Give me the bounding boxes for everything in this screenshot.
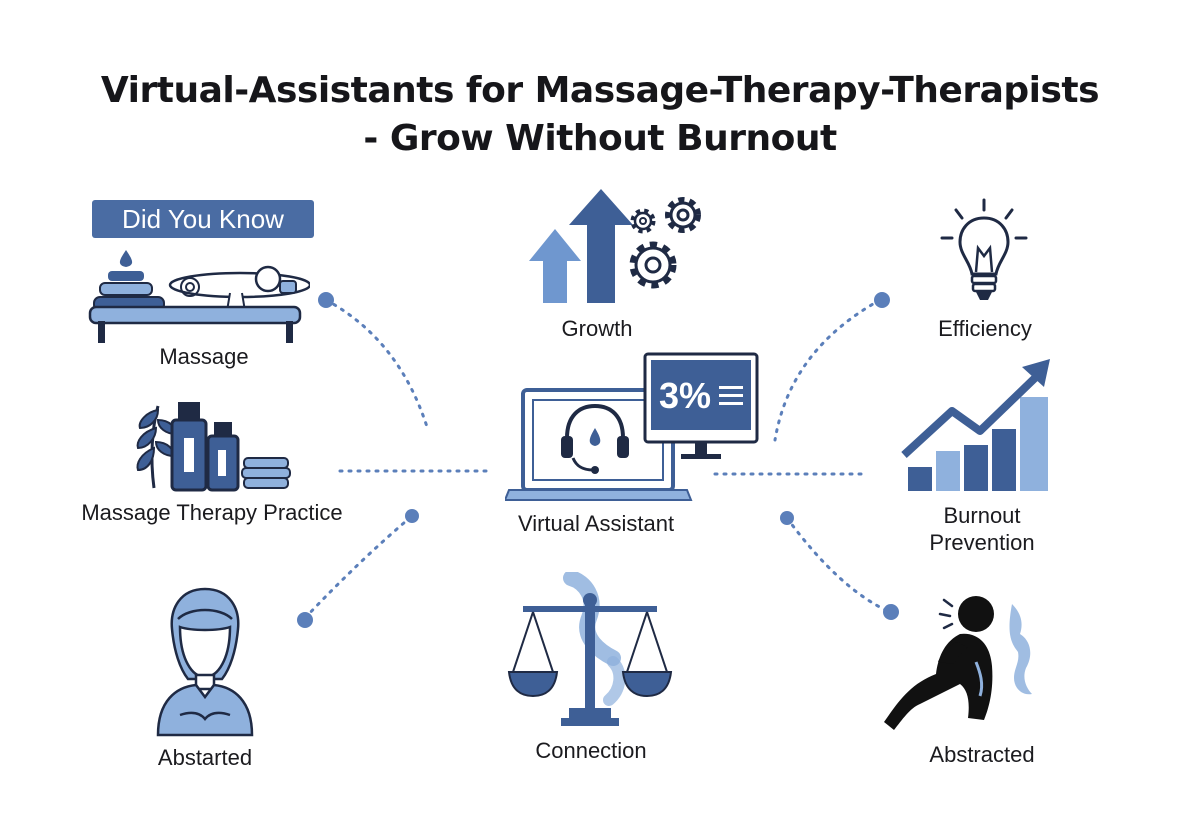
connector-dot-abstracted: [883, 604, 899, 620]
massage-therapy-practice-label: Massage Therapy Practice: [81, 500, 343, 525]
burnout-label-line-1: Burnout: [943, 503, 1021, 528]
rising-bar-chart-icon: [901, 359, 1050, 491]
burnout-prevention-label: Burnout Prevention: [929, 502, 1034, 556]
connector-efficiency: [773, 298, 882, 442]
growth-label: Growth: [561, 316, 633, 341]
connector-abstracted: [785, 516, 892, 614]
massage-label: Massage: [159, 344, 249, 369]
massage-table-icon: [88, 250, 310, 343]
exhausted-person-icon: [884, 596, 1032, 730]
abstarted-label: Abstarted: [157, 745, 253, 770]
connector-dot-burnout: [780, 511, 794, 525]
connector-dot-efficiency: [874, 292, 890, 308]
lightbulb-icon: [940, 198, 1028, 300]
efficiency-label: Efficiency: [938, 316, 1032, 341]
connector-dot-abstarted: [297, 612, 313, 628]
monitor-readout: 3%: [659, 375, 711, 416]
connector-dot-practice: [405, 509, 419, 523]
connector-dot-massage: [318, 292, 334, 308]
virtual-assistant-label: Virtual Assistant: [517, 511, 675, 536]
therapist-woman-icon: [156, 587, 254, 737]
growth-arrows-gears-icon: [529, 189, 701, 303]
connection-label: Connection: [535, 738, 647, 763]
oil-bottles-icon: [136, 402, 291, 492]
burnout-label-line-2: Prevention: [929, 530, 1035, 555]
title-line-1: Virtual-Assistants for Massage-Therapy-T…: [100, 70, 1100, 111]
connector-abstarted: [303, 514, 414, 620]
did-you-know-badge: Did You Know: [92, 200, 314, 238]
title-line-2: - Grow Without Burnout: [363, 118, 837, 159]
virtual-assistant-laptop-monitor-icon: 3%: [505, 352, 759, 501]
abstracted-label: Abstracted: [929, 742, 1035, 767]
balance-scale-icon: [507, 572, 673, 726]
connector-massage: [324, 298, 430, 432]
